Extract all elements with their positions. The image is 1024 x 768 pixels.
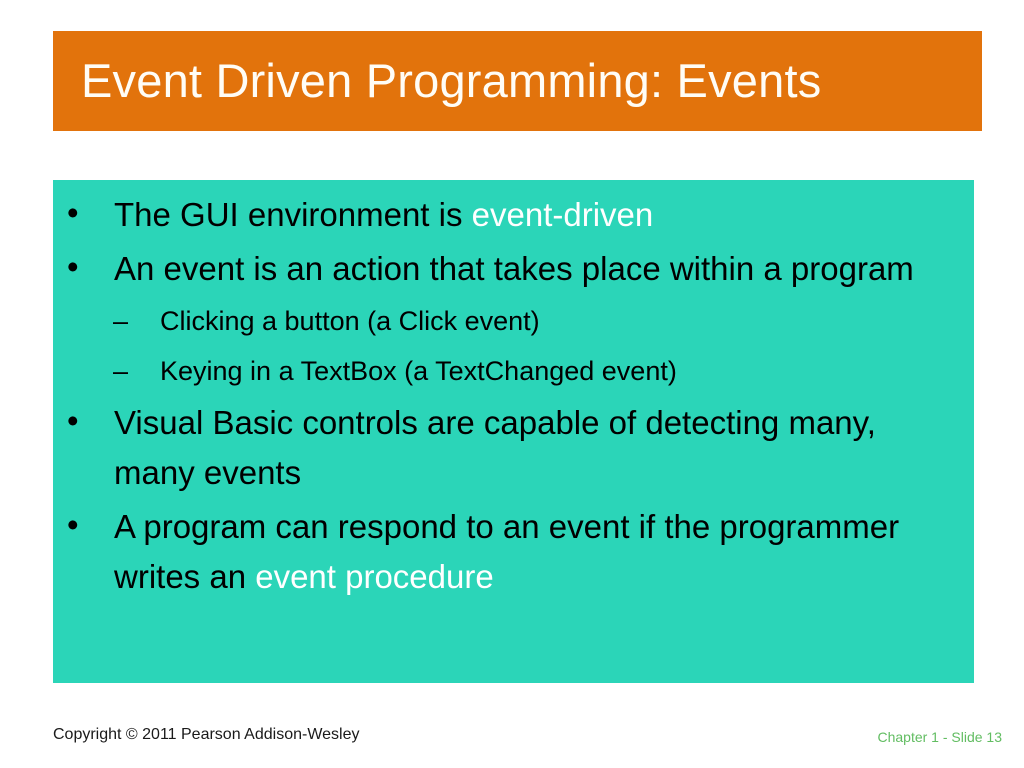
bullet-item: • Visual Basic controls are capable of de… [67, 396, 922, 500]
footer-copyright: Copyright © 2011 Pearson Addison-Wesley [53, 726, 360, 743]
bullet-text: An event is an action that takes place w… [114, 250, 914, 287]
bullet-text-segment: Keying in a TextBox (a TextChanged event… [160, 356, 677, 386]
bullet-text-segment: A program can respond to an event if the… [114, 508, 900, 595]
bullet-text: The GUI environment is event-driven [114, 196, 653, 233]
slide-content-box: • The GUI environment is event-driven • An … [53, 180, 974, 683]
slide-title-banner: Event Driven Programming: Events [53, 31, 982, 131]
bullet-dot-icon: • [67, 248, 79, 285]
bullet-text: Keying in a TextBox (a TextChanged event… [160, 356, 677, 386]
bullet-dot-icon: • [67, 506, 79, 543]
bullet-dash-icon: – [113, 356, 129, 386]
sub-bullet-item: – Clicking a button (a Click event) [113, 296, 922, 346]
bullet-text: Visual Basic controls are capable of det… [114, 404, 876, 491]
bullet-item: • An event is an action that takes place … [67, 242, 922, 296]
bullet-item: • A program can respond to an event if th… [67, 500, 922, 604]
page-title: Event Driven Programming: Events [81, 54, 822, 108]
highlight-term: event procedure [255, 558, 494, 595]
bullet-text: Clicking a button (a Click event) [160, 306, 540, 336]
bullet-text: A program can respond to an event if the… [114, 508, 899, 595]
footer-slide-reference: Chapter 1 - Slide 13 [877, 729, 1002, 745]
bullet-item: • The GUI environment is event-driven [67, 188, 922, 242]
bullet-text-segment: Visual Basic controls are capable of det… [114, 404, 876, 491]
sub-bullet-item: – Keying in a TextBox (a TextChanged even… [113, 346, 922, 396]
highlight-term: event-driven [471, 196, 654, 233]
bullet-text-segment: An event is an action that takes place w… [114, 250, 914, 287]
bullet-text-segment: Clicking a button (a Click event) [160, 306, 540, 336]
bullet-text-segment: The GUI environment is [114, 196, 472, 233]
bullet-dot-icon: • [67, 194, 79, 231]
bullet-dot-icon: • [67, 402, 79, 439]
bullet-dash-icon: – [113, 306, 129, 336]
bullet-list: • The GUI environment is event-driven • An … [53, 188, 974, 604]
